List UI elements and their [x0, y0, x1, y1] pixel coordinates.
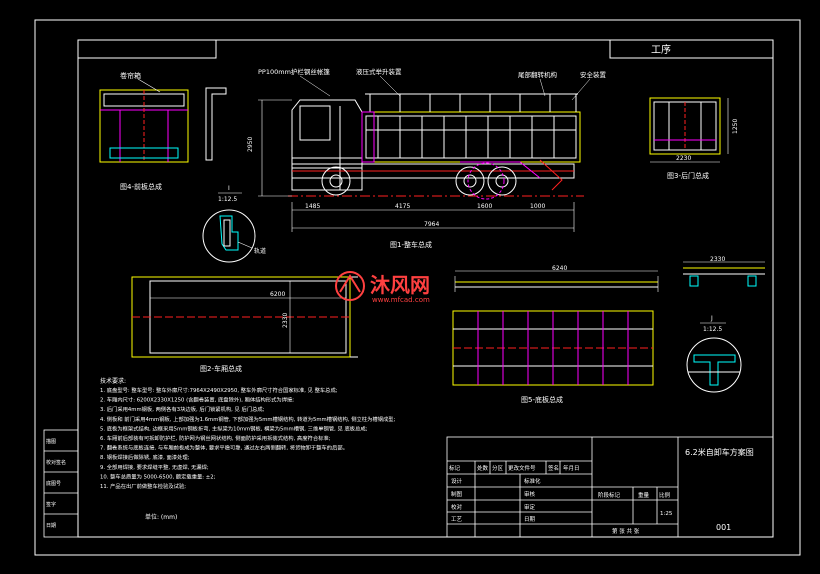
notes-line: 7. 翻卷系统与底板连接, 与车厢前板成为整体, 要求平稳可靠, 通过左右两侧翻…	[100, 444, 348, 452]
dim-box-length-top: 6240	[552, 265, 567, 272]
callout-rail: 轨道	[254, 247, 266, 255]
tb-col-4: 签名	[548, 464, 559, 472]
view5-floor	[452, 310, 654, 386]
dim-overall-length: 7964	[424, 221, 439, 228]
left-strip-0: 描图	[46, 438, 56, 445]
callout-c3: 液压式举升装置	[356, 67, 402, 76]
dim-side-width: 2330	[710, 256, 725, 263]
callout-c1: 卷帘箱	[120, 71, 141, 80]
left-strip	[43, 429, 79, 538]
notes-line: 9. 全部用焊接, 要求焊缝平整, 无虚焊, 无漏焊;	[100, 463, 209, 471]
dim-box-width: 2330	[282, 313, 289, 328]
notes-line: 2. 车厢内尺寸: 6200X2330X1250 (含翻卷装置, 底盘除外), …	[100, 396, 294, 404]
callout-c2: PP100mm护栏钢丝帐篷	[258, 67, 330, 76]
outer-border	[34, 19, 801, 556]
dim-rear-height: 1250	[732, 119, 739, 134]
detail-i-circle	[202, 209, 256, 263]
detail-j-circle	[686, 337, 742, 393]
tb-col-5: 年月日	[563, 464, 580, 472]
view3-title: 图3-后门总成	[667, 171, 709, 180]
watermark-logo	[335, 271, 365, 301]
tb-ratio: 比例	[659, 491, 671, 499]
tb-sheets: 第 张 共 张	[612, 527, 640, 535]
tb-row1-role: 制图	[451, 490, 463, 498]
view2-dims	[150, 281, 346, 353]
watermark-url: www.mfcad.com	[372, 296, 430, 304]
tb-col-0: 标记	[449, 464, 461, 472]
tb-row3-role: 工艺	[451, 516, 463, 523]
title-block	[446, 436, 774, 538]
tb-row3-mid: 日期	[524, 516, 536, 523]
tb-col-3: 更改文件号	[508, 464, 536, 472]
left-strip-2: 底图号	[46, 480, 61, 487]
tb-scale: 1:25	[660, 511, 673, 517]
view1-truck	[288, 93, 584, 200]
notes-line: 5. 底板为框架式结构, 边框采用5mm钢板折弯, 主纵梁为10mm钢板, 横梁…	[100, 424, 368, 432]
watermark-brand: 沐风网	[370, 273, 430, 297]
dim-rear-b: 1000	[530, 203, 545, 210]
detail-i-scale: 1:12.5	[218, 196, 237, 203]
left-strip-3: 签字	[46, 501, 56, 508]
notes-line: 4. 侧板和 前门采用4mm钢板, 上部加强为1.6mm钢管, 下部加强为5mm…	[100, 415, 396, 423]
tb-col-1: 处数	[477, 464, 489, 472]
dim-rear-a: 1600	[477, 203, 492, 210]
view1-dimensions	[258, 99, 575, 232]
dim-front-overhang: 1485	[305, 203, 320, 210]
tb-row0-mid: 标准化	[524, 477, 541, 485]
notes-line: 8. 钢板焊接后做除锈, 底漆, 面漆处理;	[100, 453, 190, 461]
notes-line: 6. 车厢前后部装有可拆卸防护栏, 防护网为钢丝网状结构, 侧面防护采用拆装式结…	[100, 434, 331, 442]
side-view-small	[683, 261, 765, 287]
header-title: 工序	[651, 43, 671, 56]
top-left-cell	[77, 39, 217, 59]
tb-row1-mid: 审核	[524, 490, 536, 498]
view3-rear-door	[649, 97, 721, 155]
tb-name: 6.2米自卸车方案图	[685, 447, 754, 457]
view2-box	[131, 276, 358, 358]
notes-heading: 技术要求:	[100, 377, 126, 385]
view3-dims	[650, 98, 729, 163]
tb-row0-role: 设计	[451, 477, 463, 485]
callout-c4: 尾部翻转机构	[518, 70, 558, 79]
notes-line: 1. 底盘型号: 整车型号: 整车外廓尺寸:7964X2490X2950, 整车…	[100, 386, 338, 394]
tb-drawing-no: 001	[716, 523, 731, 532]
tb-weight: 重量	[638, 491, 650, 499]
dim-height: 2950	[247, 137, 254, 152]
notes-line: 11. 产品在出厂前做整车检验及试验;	[100, 482, 186, 490]
top-right-cell	[609, 39, 774, 59]
detail-i-label: I	[228, 185, 230, 192]
view1-title: 图1-整车总成	[390, 240, 432, 249]
left-strip-1: 校对签名	[46, 459, 66, 466]
tb-row2-mid: 审定	[524, 503, 536, 511]
notes-line: 10. 整车总质量为 5000-6500, 额定载重量: ±2;	[100, 472, 216, 480]
tb-row2-role: 校对	[451, 503, 463, 511]
view5-title: 图5-底板总成	[521, 395, 563, 404]
view4-title: 图4-前板总成	[120, 182, 162, 191]
inner-border	[77, 39, 774, 538]
notes-lines: 1. 底盘型号: 整车型号: 整车外廓尺寸:7964X2490X2950, 整车…	[100, 386, 396, 490]
notes-footer: 单位: (mm)	[145, 513, 177, 521]
dim-rear-width: 2230	[676, 155, 691, 162]
dim-box-length: 6200	[270, 291, 285, 298]
view4-front-board	[99, 87, 227, 163]
callout-c5: 安全装置	[580, 70, 607, 79]
left-strip-4: 日期	[46, 523, 56, 529]
view2-side-bar	[454, 270, 659, 292]
view1-leaders	[299, 75, 591, 101]
detail-j-label: J	[710, 315, 713, 322]
tb-col-2: 分区	[492, 464, 504, 472]
detail-j-scale: 1:12.5	[703, 326, 722, 333]
dim-wheelbase: 4175	[395, 203, 410, 210]
notes-line: 3. 后门采用4mm钢板, 两侧各有3块边板, 后门锁紧机构, 见 后门总成;	[100, 405, 265, 413]
view2-title: 图2-车厢总成	[200, 364, 242, 373]
tb-stage: 阶段标记	[598, 491, 621, 499]
